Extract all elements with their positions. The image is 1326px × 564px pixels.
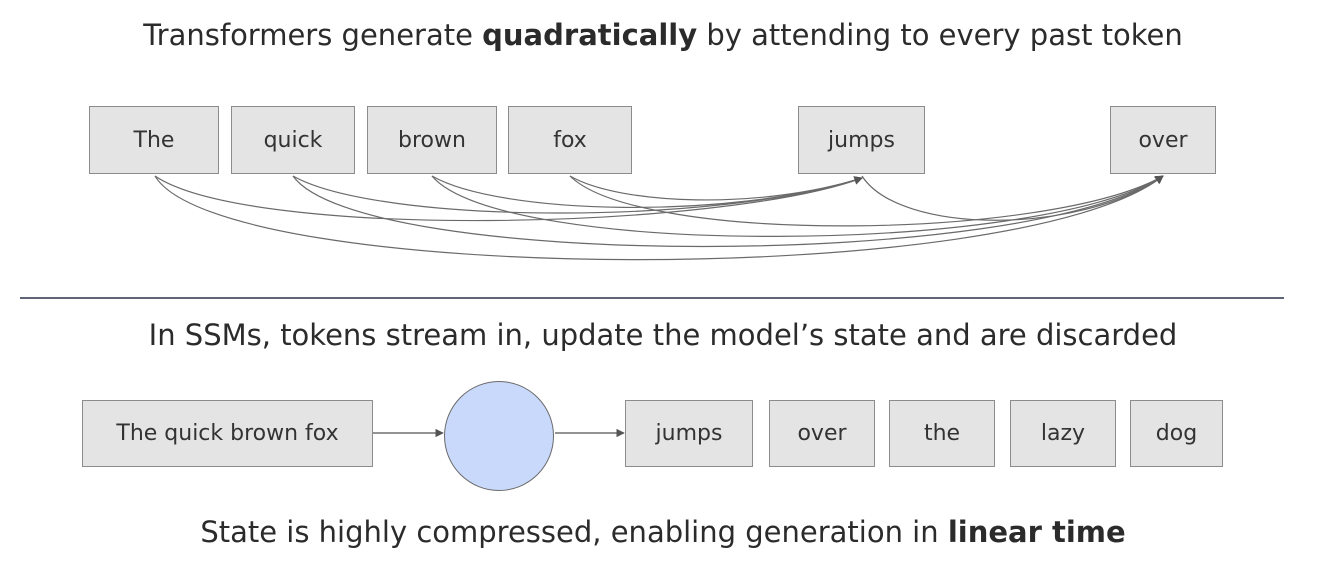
transformer-caption-post: by attending to every past token [697, 18, 1183, 52]
transformer-caption: Transformers generate quadratically by a… [0, 18, 1326, 52]
transformer-caption-pre: Transformers generate [143, 18, 483, 52]
footer-caption-pre: State is highly compressed, enabling gen… [200, 515, 948, 549]
attention-arc-jumps-over [861, 175, 1164, 221]
ssm-output-the: the [889, 400, 995, 467]
footer-caption: State is highly compressed, enabling gen… [0, 515, 1326, 549]
transformer-token-fox: fox [508, 106, 632, 174]
attention-arc-quick-over [292, 175, 1164, 248]
attention-arc-fox-over [569, 175, 1164, 227]
transformer-token-quick: quick [231, 106, 355, 174]
attention-arc-the-jumps [154, 175, 863, 222]
ssm-output-over: over [769, 400, 875, 467]
transformer-token-over: over [1110, 106, 1216, 174]
section-divider [20, 297, 1284, 299]
attention-arc-the-over [154, 175, 1164, 261]
ssm-input-box: The quick brown fox [82, 400, 373, 467]
transformer-caption-bold: quadratically [482, 18, 698, 52]
transformer-token-the: The [89, 106, 219, 174]
attention-arc-fox-jumps [569, 175, 863, 201]
attention-arc-brown-jumps [431, 175, 863, 208]
ssm-output-dog: dog [1130, 400, 1223, 467]
ssm-output-lazy: lazy [1010, 400, 1116, 467]
attention-arc-brown-over [431, 175, 1164, 237]
transformer-token-brown: brown [367, 106, 497, 174]
ssm-state-circle [444, 381, 554, 491]
ssm-caption: In SSMs, tokens stream in, update the mo… [148, 318, 1178, 352]
footer-caption-bold: linear time [947, 515, 1126, 549]
transformer-token-jumps: jumps [798, 106, 925, 174]
ssm-output-jumps: jumps [625, 400, 753, 467]
